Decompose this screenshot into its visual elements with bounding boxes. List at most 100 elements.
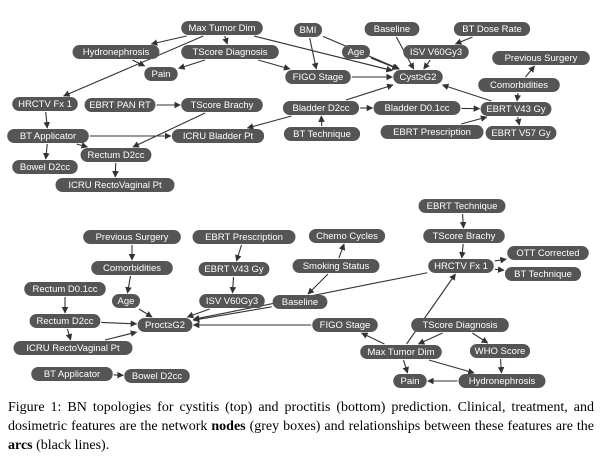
arc-proctitis-icru_rv-to-proct bbox=[104, 330, 138, 341]
arc-proctitis-hrctv-to-ott bbox=[494, 256, 507, 264]
node-proctitis-ebrt-technique: EBRT Technique bbox=[418, 199, 506, 213]
caption-bold-arcs: arcs bbox=[8, 438, 33, 453]
arcs bbox=[43, 35, 535, 385]
node-box bbox=[507, 246, 589, 260]
node-box bbox=[111, 294, 141, 308]
node-cystitis-comorbidities: Comorbidities bbox=[478, 78, 560, 92]
node-label: EBRT V43 Gy bbox=[204, 264, 264, 275]
node-label: Baseline bbox=[282, 297, 318, 308]
node-box bbox=[283, 127, 361, 141]
node-cystitis-isv-v60gy3: ISV V60Gy3 bbox=[403, 45, 469, 59]
node-cystitis-ebrt-v43-gy: EBRT V43 Gy bbox=[480, 102, 552, 116]
arc-proctitis-smoking-to-baseline bbox=[307, 273, 329, 295]
node-box bbox=[469, 344, 531, 358]
node-box bbox=[29, 314, 101, 328]
node-proctitis-tscore-brachy: TScore Brachy bbox=[423, 229, 505, 243]
node-proctitis-bowel-d2cc: Bowel D2cc bbox=[124, 369, 190, 383]
arc-proctitis-ebrt_v43-to-isv bbox=[229, 276, 237, 294]
arc-cystitis-max_tumor-to-hrctv bbox=[63, 35, 204, 97]
node-box bbox=[181, 98, 263, 112]
arc-cystitis-tscore_diag-to-figo bbox=[258, 59, 291, 71]
caption-prefix: Figure 1: BN topologies for cystitis (to… bbox=[8, 400, 594, 434]
node-box bbox=[428, 259, 494, 273]
node-label: BT Technique bbox=[293, 129, 351, 140]
node-proctitis-isv-v60gy3: ISV V60Gy3 bbox=[199, 294, 265, 308]
node-box bbox=[341, 45, 371, 59]
node-label: Max Tumor Dim bbox=[367, 347, 434, 358]
arc-cystitis-bladder_d2-to-icru_bladder bbox=[246, 115, 292, 130]
node-box bbox=[12, 97, 78, 111]
node-label: BT Applicator bbox=[44, 369, 100, 380]
node-box bbox=[192, 230, 296, 244]
node-label: Cyst≥G2 bbox=[400, 72, 437, 83]
node-box bbox=[91, 261, 173, 275]
node-proctitis-rectum-d0-1cc: Rectum D0.1cc bbox=[24, 282, 106, 296]
node-proctitis-bt-technique: BT Technique bbox=[504, 267, 582, 281]
arc-cystitis-tscore_brachy-to-rectum_d2 bbox=[132, 112, 206, 148]
node-label: Baseline bbox=[374, 24, 410, 35]
node-label: Hydronephrosis bbox=[83, 47, 150, 58]
node-label: Bladder D0.1cc bbox=[385, 103, 450, 114]
node-cystitis-bladder-d2cc: Bladder D2cc bbox=[282, 101, 360, 115]
node-box bbox=[7, 129, 89, 143]
arc-proctitis-max_tumor-to-hrctv bbox=[406, 273, 456, 345]
node-proctitis-bt-applicator: BT Applicator bbox=[31, 367, 113, 381]
node-label: EBRT V57 Gy bbox=[491, 128, 551, 139]
caption-suffix: (black lines). bbox=[32, 438, 110, 453]
node-label: FIGO Stage bbox=[293, 72, 344, 83]
node-cystitis-pain: Pain bbox=[144, 67, 178, 81]
node-box bbox=[380, 125, 484, 139]
node-box bbox=[83, 230, 181, 244]
arc-proctitis-tscore_diag-to-max_tumor bbox=[417, 332, 443, 345]
arc-proctitis-tscore_brachy-to-hrctv bbox=[459, 243, 466, 259]
arc-proctitis-comorb-to-age bbox=[125, 275, 132, 294]
arc-proctitis-hrctv-to-bt_tech bbox=[494, 266, 505, 273]
node-label: OTT Corrected bbox=[516, 248, 579, 259]
node-label: Previous Surgery bbox=[505, 53, 578, 64]
node-label: TScore Brachy bbox=[191, 100, 254, 111]
node-box bbox=[171, 129, 265, 143]
node-box bbox=[285, 70, 351, 84]
node-box bbox=[393, 374, 427, 388]
node-label: ICRU RectoVaginal Pt bbox=[26, 343, 120, 354]
node-box bbox=[292, 259, 380, 273]
arc-proctitis-max_tumor-to-figo bbox=[360, 332, 385, 345]
node-label: Rectum D2cc bbox=[87, 150, 144, 161]
node-box bbox=[72, 45, 160, 59]
node-proctitis-chemo-cycles: Chemo Cycles bbox=[308, 229, 386, 243]
node-box bbox=[480, 102, 552, 116]
node-cystitis-cyst-g2: Cyst≥G2 bbox=[393, 70, 443, 84]
node-label: FIGO Stage bbox=[320, 320, 371, 331]
arc-cystitis-isv-to-cyst bbox=[423, 59, 431, 70]
node-label: Chemo Cycles bbox=[316, 231, 378, 242]
node-box bbox=[453, 22, 531, 36]
node-proctitis-ebrt-prescription: EBRT Prescription bbox=[192, 230, 296, 244]
node-label: Comorbidities bbox=[103, 263, 161, 274]
node-label: BT Technique bbox=[514, 269, 572, 280]
arc-cystitis-bt_app-to-rectum_d2 bbox=[76, 142, 89, 149]
arc-cystitis-comorb-to-prev_surg bbox=[525, 65, 535, 78]
arc-proctitis-ebrt_presc-to-ebrt_v43 bbox=[235, 244, 243, 262]
node-label: ISV V60Gy3 bbox=[410, 47, 462, 58]
node-proctitis-tscore-diagnosis: TScore Diagnosis bbox=[411, 318, 509, 332]
node-box bbox=[364, 22, 420, 36]
caption-bold-nodes: nodes bbox=[211, 419, 246, 434]
node-label: EBRT PAN RT bbox=[89, 100, 151, 111]
node-cystitis-bowel-d2cc: Bowel D2cc bbox=[12, 160, 78, 174]
node-label: EBRT Prescription bbox=[393, 127, 471, 138]
node-cystitis-hydronephrosis: Hydronephrosis bbox=[72, 45, 160, 59]
node-label: Bladder D2cc bbox=[292, 103, 349, 114]
node-cystitis-ebrt-v57-gy: EBRT V57 Gy bbox=[485, 126, 557, 140]
arc-cystitis-hrctv-to-bt_app bbox=[43, 111, 50, 129]
node-proctitis-proct-g2: Proct≥G2 bbox=[137, 318, 193, 332]
node-label: Smoking Status bbox=[303, 261, 370, 272]
arc-cystitis-hydro-to-pain bbox=[132, 59, 146, 67]
node-box bbox=[84, 98, 156, 112]
node-proctitis-who-score: WHO Score bbox=[469, 344, 531, 358]
node-label: Comorbidities bbox=[490, 80, 548, 91]
node-box bbox=[308, 229, 386, 243]
node-label: ICRU RectoVaginal Pt bbox=[68, 180, 162, 191]
arc-cystitis-max_tumor-to-cyst bbox=[253, 35, 393, 73]
node-cystitis-tscore-diagnosis: TScore Diagnosis bbox=[181, 45, 279, 59]
